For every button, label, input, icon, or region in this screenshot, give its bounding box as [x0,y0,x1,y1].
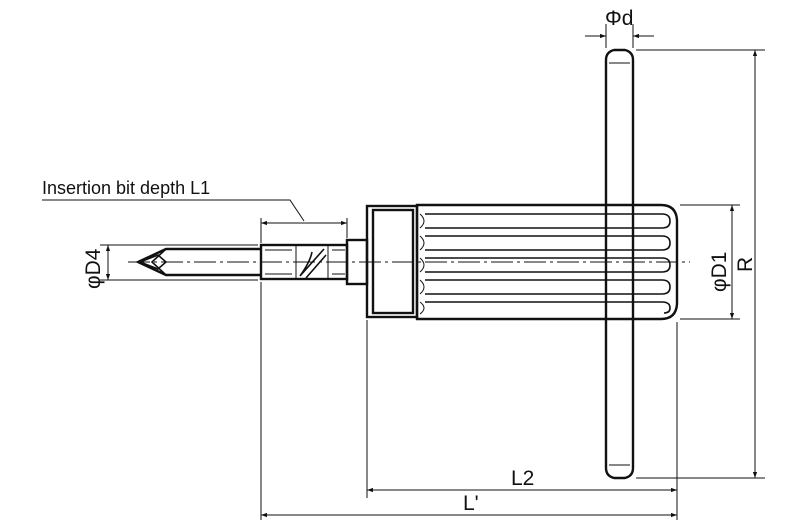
shaft-diameter-label: Φd [605,7,633,30]
length-total-label: L' [463,492,479,515]
dimension-lines [42,33,758,518]
radius-label: R [734,257,757,272]
insertion-depth-label: Insertion bit depth L1 [42,178,210,198]
length-l2-label: L2 [511,467,534,490]
handle-diameter-label: φD1 [708,252,731,292]
extension-lines [100,24,765,520]
bit-diameter-label: φD4 [82,248,105,289]
cross-bar [604,48,635,480]
